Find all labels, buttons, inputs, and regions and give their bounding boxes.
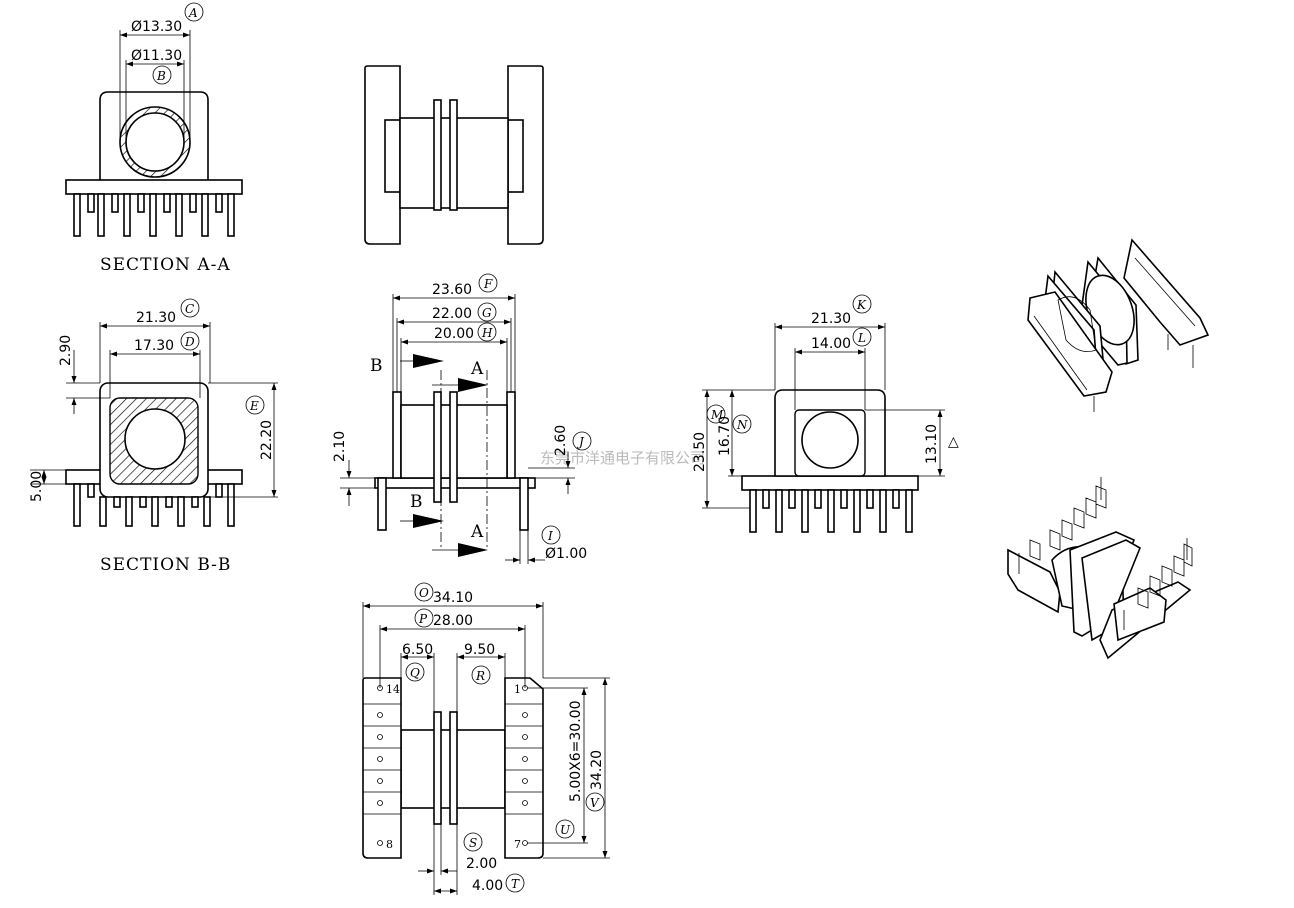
- dim-i-value: Ø1.00: [545, 546, 587, 562]
- section-mark-b-bottom: B: [410, 492, 424, 512]
- dim-t-value: 4.00: [472, 878, 503, 894]
- dim-a-value: Ø13.30: [131, 19, 182, 35]
- dim-f-tag: F: [483, 277, 493, 291]
- dim-p-tag: P: [418, 612, 428, 626]
- company-watermark: 东莞市洋通电子有限公司: [540, 449, 705, 467]
- bottom-view: 14 1 8 7 34.10 O 28.00 P 6.50 Q 9.50 R 5…: [362, 582, 610, 895]
- note-triangle-symbol: △: [948, 434, 959, 450]
- dim-s-tag: S: [469, 836, 477, 850]
- side-view-pins: [749, 489, 913, 533]
- dim-2-90-value: 2.90: [58, 335, 74, 366]
- pin-label-7: 7: [514, 838, 521, 851]
- dim-j-value: 2.60: [553, 425, 569, 456]
- dim-n-value: 16.70: [717, 416, 733, 456]
- dim-r-value: 9.50: [464, 642, 495, 658]
- dim-s-value: 2.00: [466, 856, 497, 872]
- section-mark-b-top: B: [370, 356, 384, 376]
- dim-r-tag: R: [475, 669, 485, 683]
- pin-label-1: 1: [514, 683, 521, 696]
- dim-13-10-value: 13.10: [924, 424, 940, 464]
- section-bb-pins: [73, 483, 235, 527]
- dim-d-value: 17.30: [134, 338, 174, 354]
- dim-k-tag: K: [856, 298, 867, 312]
- dim-2-10-value: 2.10: [332, 431, 348, 462]
- isometric-pin-combs: [1018, 477, 1193, 630]
- dim-e-value: 22.20: [259, 420, 275, 460]
- dim-d-tag: D: [184, 335, 195, 349]
- dim-a-tag: A: [188, 6, 198, 20]
- side-view: 21.30 K 14.00 L 23.50 M 16.70 N 13.10 △: [692, 294, 959, 533]
- section-mark-a-bottom: A: [470, 522, 484, 542]
- pin-label-8: 8: [386, 838, 393, 851]
- section-b-arrow-top: [413, 354, 444, 368]
- dim-v-tag: V: [590, 796, 600, 810]
- core-inner-circle: [125, 112, 185, 172]
- dim-h-tag: H: [481, 326, 493, 340]
- front-view: B A B A 23.60 F 22.00 G 20.00 H 2.10 2.6…: [332, 273, 592, 564]
- section-mark-a-top: A: [470, 359, 484, 379]
- dim-v-value: 34.20: [589, 750, 605, 790]
- dim-g-value: 22.00: [432, 306, 472, 322]
- dim-k-value: 21.30: [811, 311, 851, 327]
- dim-o-tag: O: [419, 586, 429, 600]
- section-aa-view: Ø13.30 A Ø11.30 B SECTION A-A: [65, 2, 243, 275]
- section-bb-view: 21.30 C 17.30 D E 22.20 2.90 5.00 SECTIO…: [29, 298, 278, 575]
- section-a-arrow-top: [458, 378, 488, 392]
- top-view: [364, 65, 544, 245]
- dim-q-tag: Q: [410, 666, 420, 680]
- section-aa-pins: [73, 193, 235, 237]
- isometric-view-bottom: [1007, 477, 1193, 660]
- dim-q-value: 6.50: [402, 642, 433, 658]
- section-a-arrow-bottom: [458, 543, 488, 557]
- bottom-view-notches: [363, 703, 543, 815]
- isometric-view-top: [1027, 238, 1210, 412]
- dim-t-tag: T: [511, 877, 520, 891]
- dim-b-tag: B: [156, 69, 166, 83]
- section-bb-caption: SECTION B-B: [100, 555, 231, 575]
- pin-label-14: 14: [386, 683, 400, 696]
- dim-h-value: 20.00: [434, 326, 474, 342]
- dim-o-value: 34.10: [433, 590, 473, 606]
- dim-b-value: Ø11.30: [131, 48, 182, 64]
- dim-u-value: 5.00X6=30.00: [568, 701, 584, 802]
- dim-g-tag: G: [482, 306, 492, 320]
- dim-n-tag: N: [736, 418, 748, 432]
- dim-u-tag: U: [560, 823, 571, 837]
- dim-l-value: 14.00: [811, 336, 851, 352]
- dim-5-00-value: 5.00: [29, 471, 45, 502]
- dim-c-tag: C: [185, 302, 194, 316]
- dim-i-tag: I: [547, 529, 553, 543]
- section-aa-caption: SECTION A-A: [100, 255, 231, 275]
- dim-m-tag: M: [710, 408, 724, 422]
- dim-l-tag: L: [857, 331, 866, 345]
- section-b-arrow-bottom: [413, 514, 444, 528]
- dim-m-value: 23.50: [692, 432, 708, 472]
- dim-c-value: 21.30: [136, 310, 176, 326]
- dim-f-value: 23.60: [432, 282, 472, 298]
- dim-p-value: 28.00: [433, 613, 473, 629]
- dim-e-tag: E: [249, 399, 259, 413]
- dim-j-tag: J: [576, 435, 585, 449]
